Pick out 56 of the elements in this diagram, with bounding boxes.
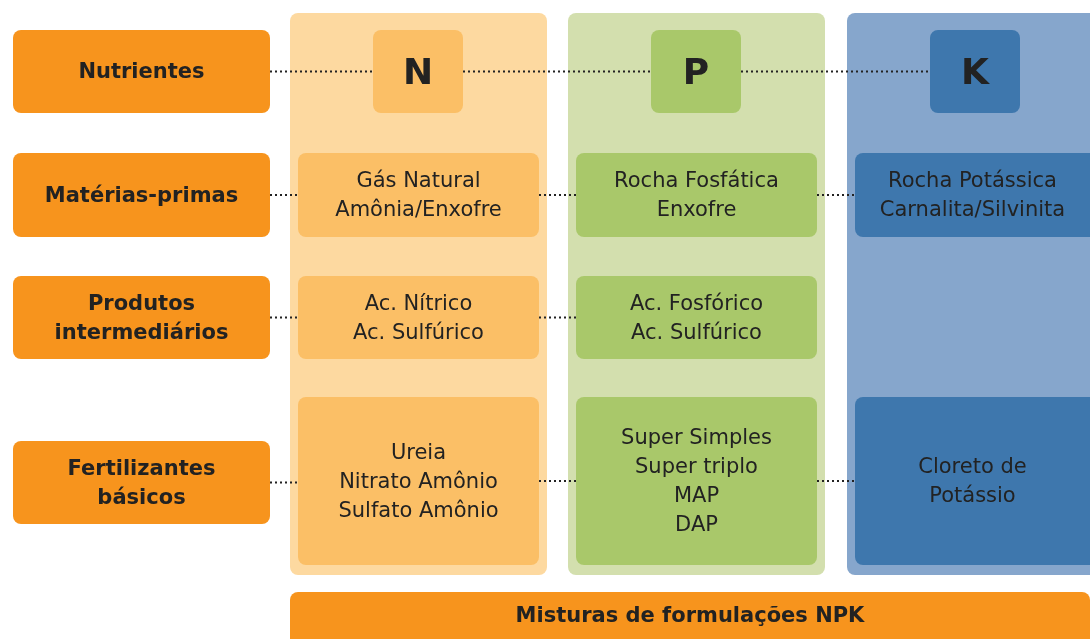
material-text: Sulfato Amônio — [338, 496, 499, 524]
material-text: Amônia/Enxofre — [335, 196, 502, 223]
dotted-connector — [269, 70, 374, 73]
row-label: Fertilizantes básicos — [66, 454, 217, 511]
nutrient-symbol: P — [682, 57, 710, 86]
dotted-connector — [269, 316, 299, 319]
material-text: Ac. Sulfúrico — [353, 318, 484, 346]
material-box — [576, 276, 817, 359]
material-text: Ac. Nítrico — [364, 289, 473, 317]
dotted-connector — [816, 480, 856, 482]
material-box — [855, 397, 1090, 565]
material-text: Super Simples — [621, 424, 772, 451]
material-text: MAP — [673, 482, 720, 509]
material-text: Nitrato Amônio — [339, 467, 498, 495]
dotted-connector — [269, 194, 299, 196]
dotted-connector — [538, 316, 577, 319]
material-text: Ureia — [390, 438, 447, 466]
material-text: Rocha Potássica — [888, 167, 1057, 194]
dotted-connector — [740, 70, 931, 73]
column-panel — [568, 13, 825, 575]
nutrient-box — [651, 30, 741, 113]
footer-bar — [290, 592, 1090, 639]
material-box — [576, 153, 817, 237]
row-label-box — [13, 30, 270, 113]
material-text: DAP — [675, 511, 718, 538]
dotted-connector — [816, 194, 856, 196]
nutrient-symbol: K — [961, 57, 989, 86]
material-box — [855, 153, 1090, 237]
row-label-box — [13, 441, 270, 524]
material-box — [298, 276, 539, 359]
dotted-connector — [269, 481, 299, 484]
material-box — [576, 397, 817, 565]
material-text: Rocha Fosfática — [614, 167, 779, 194]
dotted-connector — [538, 480, 577, 482]
column-panel — [847, 13, 1090, 575]
material-text: Gás Natural — [356, 167, 481, 194]
material-text: Ac. Fosfórico — [629, 289, 764, 317]
row-label: Nutrientes — [78, 58, 205, 85]
row-label: Produtos intermediários — [53, 289, 230, 346]
row-label-box — [13, 153, 270, 237]
material-text: Carnalita/Silvinita — [879, 196, 1066, 223]
row-label-box — [13, 276, 270, 359]
nutrient-symbol: N — [402, 57, 434, 86]
row-label: Matérias-primas — [44, 181, 239, 209]
nutrient-box — [373, 30, 463, 113]
material-box — [298, 397, 539, 565]
material-text: Super triplo — [635, 453, 758, 480]
material-text: Enxofre — [656, 196, 737, 223]
column-panel — [290, 13, 547, 575]
material-text: Cloreto de Potássio — [917, 453, 1028, 509]
material-box — [298, 153, 539, 237]
material-text: Ac. Sulfúrico — [631, 318, 762, 346]
dotted-connector — [462, 70, 652, 73]
dotted-connector — [538, 194, 577, 196]
nutrient-box — [930, 30, 1020, 113]
footer-text: Misturas de formulações NPK — [515, 602, 865, 629]
